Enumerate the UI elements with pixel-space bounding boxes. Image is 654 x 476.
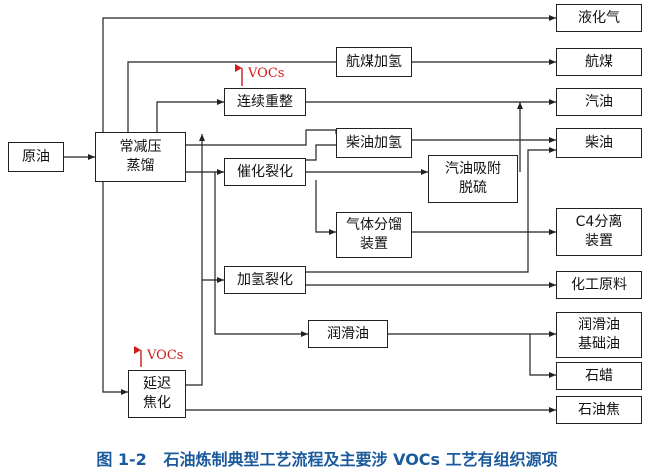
- line-fcc-dieselhydro: [306, 144, 336, 161]
- vocs-label-coking: VOCs: [147, 348, 183, 363]
- unit-gasoline-desulf-label: 汽油吸附 脱硫: [445, 161, 501, 196]
- unit-hydrocracking: 加氢裂化: [224, 266, 306, 294]
- unit-diesel-hydro-label: 柴油加氢: [346, 134, 402, 151]
- unit-cdu-label: 常减压 蒸馏: [119, 139, 162, 174]
- line-fcc-gasfrac: [315, 180, 336, 235]
- vocs-label-1-text: VOCs: [248, 66, 285, 81]
- figure-caption: 图 1-2 石油炼制典型工艺流程及主要涉 VOCs 工艺有组织源项: [0, 446, 654, 470]
- line-coking-up: [186, 134, 205, 386]
- unit-jet-hydro-label: 航煤加氢: [346, 53, 402, 70]
- line-cdu-dieselhydro: [186, 129, 337, 146]
- line-cdu-lube: [214, 172, 308, 337]
- unit-hydrocracking-label: 加氢裂化: [237, 271, 293, 288]
- product-chemical-feed: 化工原料: [556, 271, 642, 299]
- figure-caption-text: 石油炼制典型工艺流程及主要涉 VOCs 工艺有组织源项: [163, 450, 558, 469]
- unit-jet-hydro: 航煤加氢: [336, 47, 412, 77]
- product-petcoke: 石油焦: [556, 396, 642, 424]
- product-petcoke-label: 石油焦: [578, 401, 620, 418]
- line-cdu-coking: [102, 182, 128, 395]
- vocs-label-reforming: VOCs: [248, 66, 284, 81]
- line-lube-paraffin: [529, 334, 556, 378]
- product-lube-base-label: 润滑油 基础油: [578, 317, 620, 352]
- line-cdu-lpg: [102, 15, 556, 132]
- product-c4: C4分离 装置: [556, 208, 642, 256]
- line-cdu-jethydro: [127, 61, 336, 132]
- unit-gas-frac: 气体分馏 装置: [336, 212, 412, 258]
- unit-gas-frac-label: 气体分馏 装置: [346, 217, 402, 252]
- unit-fcc: 催化裂化: [224, 158, 306, 186]
- figure-number: 图 1-2: [96, 450, 147, 469]
- unit-crude: 原油: [8, 142, 64, 172]
- unit-cdu: 常减压 蒸馏: [95, 132, 186, 182]
- unit-reforming-label: 连续重整: [237, 93, 293, 110]
- product-lube-base: 润滑油 基础油: [556, 312, 642, 358]
- product-c4-label: C4分离 装置: [575, 214, 623, 249]
- unit-lube: 润滑油: [308, 320, 388, 348]
- unit-gasoline-desulf: 汽油吸附 脱硫: [428, 155, 518, 203]
- product-diesel: 柴油: [556, 128, 642, 158]
- product-gasoline-label: 汽油: [585, 93, 613, 110]
- unit-fcc-label: 催化裂化: [237, 163, 293, 180]
- product-chemical-feed-label: 化工原料: [571, 276, 627, 293]
- product-paraffin-label: 石蜡: [585, 367, 613, 384]
- unit-coking: 延迟 焦化: [128, 370, 186, 418]
- product-diesel-label: 柴油: [585, 134, 613, 151]
- line-cdu-reforming: [156, 99, 224, 132]
- unit-lube-label: 润滑油: [327, 325, 369, 342]
- vocs-label-2-text: VOCs: [147, 348, 184, 363]
- product-lpg-label: 液化气: [578, 9, 620, 26]
- product-paraffin: 石蜡: [556, 362, 642, 390]
- product-gasoline: 汽油: [556, 88, 642, 116]
- line-hydrocracking-diesel: [306, 147, 556, 273]
- unit-reforming: 连续重整: [224, 88, 306, 116]
- unit-coking-label: 延迟 焦化: [143, 376, 171, 411]
- product-lpg: 液化气: [556, 4, 642, 32]
- unit-crude-label: 原油: [22, 148, 50, 165]
- product-jet-fuel: 航煤: [556, 48, 642, 76]
- product-jet-fuel-label: 航煤: [585, 53, 613, 70]
- unit-diesel-hydro: 柴油加氢: [336, 128, 412, 158]
